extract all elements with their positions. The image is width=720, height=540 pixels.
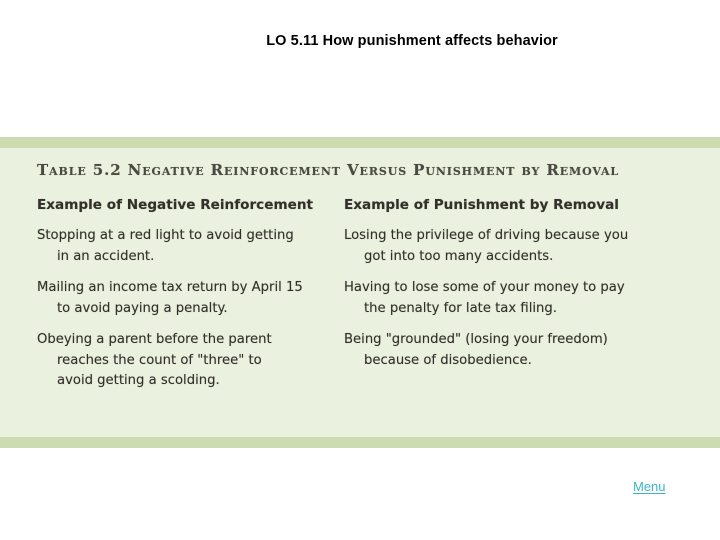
example-line: because of disobedience. bbox=[364, 352, 532, 368]
page-title: LO 5.11 How punishment affects behavior bbox=[266, 33, 558, 49]
example-line: to avoid paying a penalty. bbox=[57, 300, 228, 316]
column-header: Example of Negative Reinforcement bbox=[37, 197, 314, 213]
table-example: Stopping at a red light to avoid getting… bbox=[37, 226, 338, 267]
table-top-band bbox=[0, 137, 720, 148]
example-line: Obeying a parent before the parent bbox=[37, 332, 272, 347]
example-line: Stopping at a red light to avoid getting bbox=[37, 228, 294, 243]
table-example: Being "grounded" (losing your freedom) b… bbox=[344, 330, 720, 371]
example-line: the penalty for late tax filing. bbox=[364, 300, 557, 316]
example-line: in an accident. bbox=[57, 248, 155, 264]
table-example: Having to lose some of your money to pay… bbox=[344, 278, 720, 319]
table-bottom-band bbox=[0, 437, 720, 448]
example-line: avoid getting a scolding. bbox=[57, 373, 220, 388]
table-column-punishment-by-removal: Example of Punishment by Removal Losing … bbox=[338, 197, 720, 403]
menu-link[interactable]: Menu bbox=[633, 479, 666, 494]
table-example: Losing the privilege of driving because … bbox=[344, 226, 720, 267]
example-line: reaches the count of "three" to bbox=[57, 352, 262, 368]
table-column-negative-reinforcement: Example of Negative Reinforcement Stoppi… bbox=[0, 197, 338, 403]
example-line: Mailing an income tax return by April 15 bbox=[37, 280, 303, 295]
table-example: Mailing an income tax return by April 15… bbox=[37, 278, 338, 319]
table-caption: Table 5.2 Negative Reinforcement Versus … bbox=[37, 161, 620, 179]
column-header: Example of Punishment by Removal bbox=[344, 197, 619, 213]
example-line: Having to lose some of your money to pay bbox=[344, 280, 625, 295]
table-figure: Table 5.2 Negative Reinforcement Versus … bbox=[0, 137, 720, 448]
example-line: Losing the privilege of driving because … bbox=[344, 228, 629, 243]
example-line: got into too many accidents. bbox=[364, 248, 554, 264]
example-line: Being "grounded" (losing your freedom) bbox=[344, 332, 608, 347]
table-example: Obeying a parent before the parent reach… bbox=[37, 330, 338, 392]
table-columns: Example of Negative Reinforcement Stoppi… bbox=[0, 197, 720, 403]
